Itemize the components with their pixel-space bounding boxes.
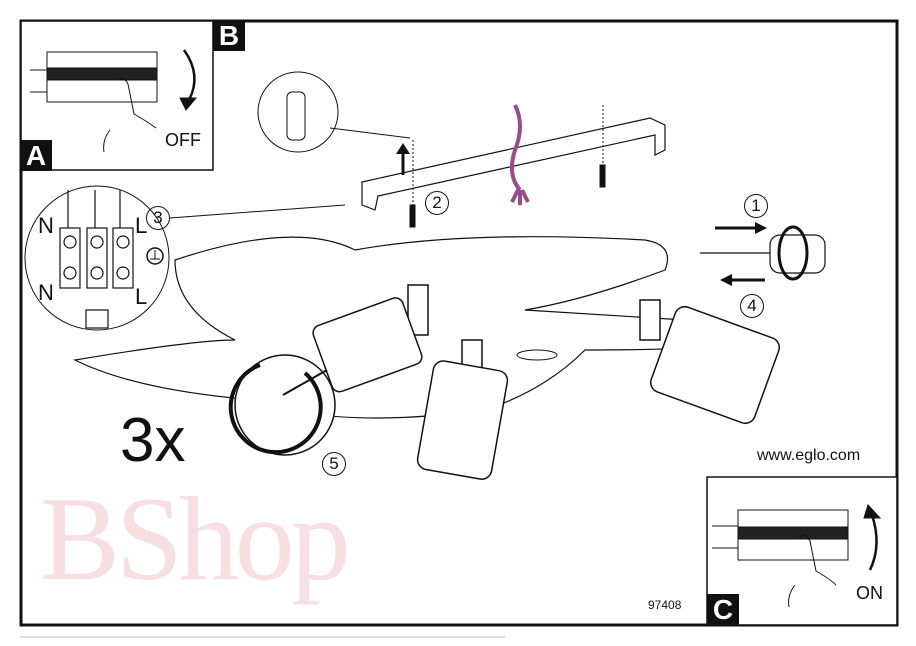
- panel-a-tag: A: [20, 140, 52, 171]
- breaker-on-illustration: [712, 504, 882, 608]
- diagram-frame: [19, 19, 899, 627]
- step-4-marker: 4: [740, 294, 764, 318]
- step-5-marker: 5: [322, 452, 346, 476]
- panel-b-tag: B: [213, 20, 245, 51]
- wall-plug-icon: [286, 91, 306, 141]
- screwdriver: [700, 225, 826, 281]
- terminal-block: [59, 190, 134, 329]
- step-3-marker: 3: [146, 206, 170, 230]
- website-link[interactable]: www.eglo.com: [757, 447, 861, 464]
- rotate-arrow-icon: [228, 363, 323, 455]
- neutral-label: N: [38, 280, 54, 305]
- neutral-label: N: [38, 213, 54, 238]
- screws: [409, 105, 606, 228]
- live-label: L: [135, 213, 148, 238]
- watermark: BShop: [40, 472, 351, 605]
- bulb-count: 3x: [120, 406, 186, 475]
- step-2-marker: 2: [425, 191, 449, 215]
- article-number: 97408: [648, 598, 682, 612]
- live-label: L: [135, 284, 148, 309]
- on-label: ON: [856, 583, 883, 603]
- breaker-off-illustration: [30, 49, 198, 153]
- step-1-marker: 1: [744, 194, 768, 218]
- off-label: OFF: [165, 130, 201, 150]
- panel-c-tag: C: [707, 594, 739, 625]
- insert-bulb-arrow-icon: [282, 369, 328, 396]
- power-cable: [509, 104, 530, 205]
